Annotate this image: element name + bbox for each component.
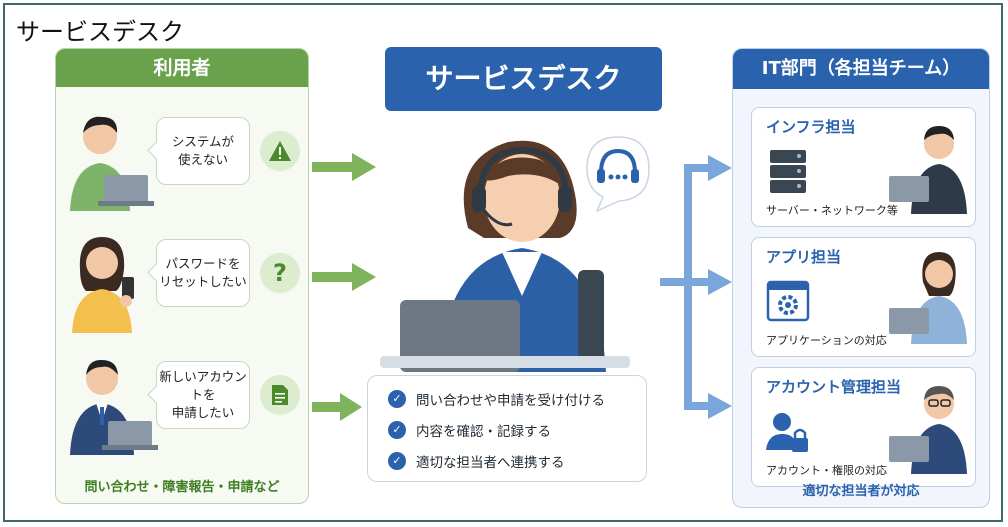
team-card-infra: インフラ担当 サーバー・ネットワーク等	[751, 107, 976, 227]
team-description: サーバー・ネットワーク等	[766, 204, 898, 217]
team-description: アカウント・権限の対応	[766, 464, 887, 477]
app-window-icon	[766, 280, 810, 322]
page-title: サービスデスク	[16, 18, 184, 46]
users-footer: 問い合わせ・障害報告・申請など	[84, 480, 280, 495]
team-title: インフラ担当	[766, 118, 856, 136]
task-item: ✓問い合わせや申請を受け付ける	[388, 383, 646, 414]
it-department-panel: IT部門（各担当チーム） インフラ担当 サーバー・ネットワーク等 アプリ担当 ア…	[732, 48, 990, 508]
team-card-account: アカウント管理担当 アカウント・権限の対応	[751, 367, 976, 487]
check-icon: ✓	[388, 451, 406, 470]
service-desk-agent-icon	[380, 140, 630, 372]
team-description: アプリケーションの対応	[766, 334, 887, 347]
user-bubble: パスワードをリセットしたい	[156, 239, 250, 307]
task-item: ✓適切な担当者へ連携する	[388, 445, 646, 476]
it-footer: 適切な担当者が対応	[802, 484, 920, 499]
service-desk-tasks: ✓問い合わせや申請を受け付ける ✓内容を確認・記録する ✓適切な担当者へ連携する	[367, 375, 647, 482]
server-icon	[770, 150, 806, 193]
user-bubble: システムが使えない	[156, 117, 250, 185]
user-person-icon	[70, 116, 154, 211]
users-header: 利用者	[56, 49, 308, 87]
team-member-icon	[889, 126, 967, 214]
check-icon: ✓	[388, 420, 406, 439]
question-icon: ?	[260, 253, 300, 293]
check-icon: ✓	[388, 389, 406, 408]
team-title: アプリ担当	[766, 248, 842, 266]
users-panel: 利用者 システムが使えない パスワードをリセットしたい ?	[55, 48, 309, 504]
it-header: IT部門（各担当チーム）	[733, 49, 989, 89]
warning-icon	[260, 131, 300, 171]
user-person-icon	[70, 359, 158, 455]
team-member-icon	[889, 386, 967, 474]
user-row: パスワードをリセットしたい ?	[64, 229, 304, 337]
team-member-icon	[889, 252, 967, 344]
service-desk-title: サービスデスク	[385, 47, 662, 111]
user-bubble: 新しいアカウントを申請したい	[156, 361, 250, 429]
headset-support-icon	[586, 136, 650, 213]
document-icon	[260, 375, 300, 415]
task-item: ✓内容を確認・記録する	[388, 414, 646, 445]
user-row: システムが使えない	[64, 107, 304, 215]
user-row: 新しいアカウントを申請したい	[64, 351, 304, 459]
user-person-icon	[72, 237, 134, 333]
user-lock-icon	[766, 413, 808, 452]
team-title: アカウント管理担当	[766, 378, 902, 396]
team-card-app: アプリ担当 アプリケーションの対応	[751, 237, 976, 357]
